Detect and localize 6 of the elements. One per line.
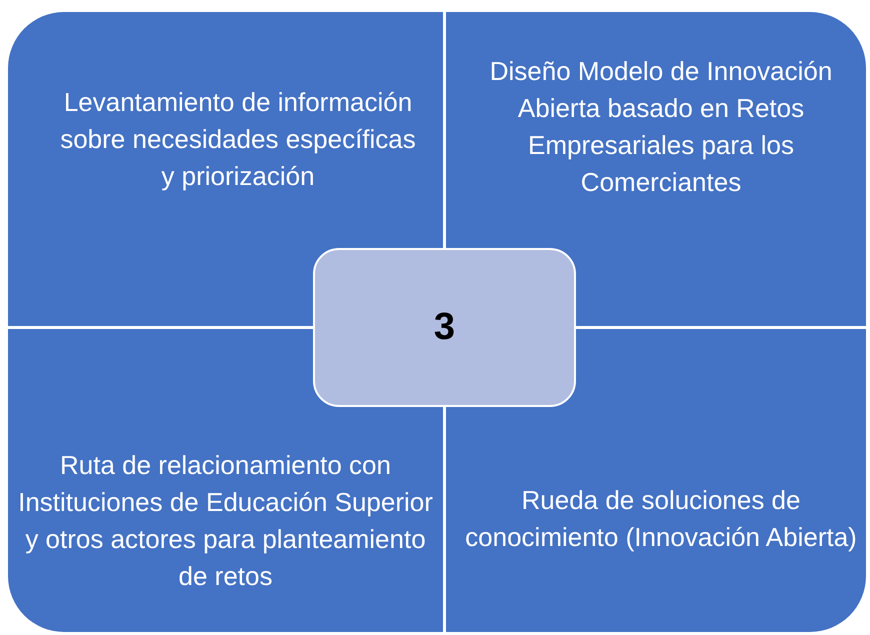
quadrant-text: Levantamiento de información sobre necesidades específicas y priorización <box>59 86 417 193</box>
quadrant-text: Rueda de soluciones de conocimiento (Innovación Abierta) <box>464 484 858 554</box>
quadrant-text: Ruta de relacionamiento con Instituciones de Educación Superior y otros actores para planteamiento de retos <box>18 449 433 593</box>
step-number: 3 <box>434 309 456 346</box>
center-box <box>313 248 576 407</box>
quadrant-text: Diseño Modelo de Innovación Abierta basado en Retos Empresariales para los Comerciantes <box>488 55 834 199</box>
